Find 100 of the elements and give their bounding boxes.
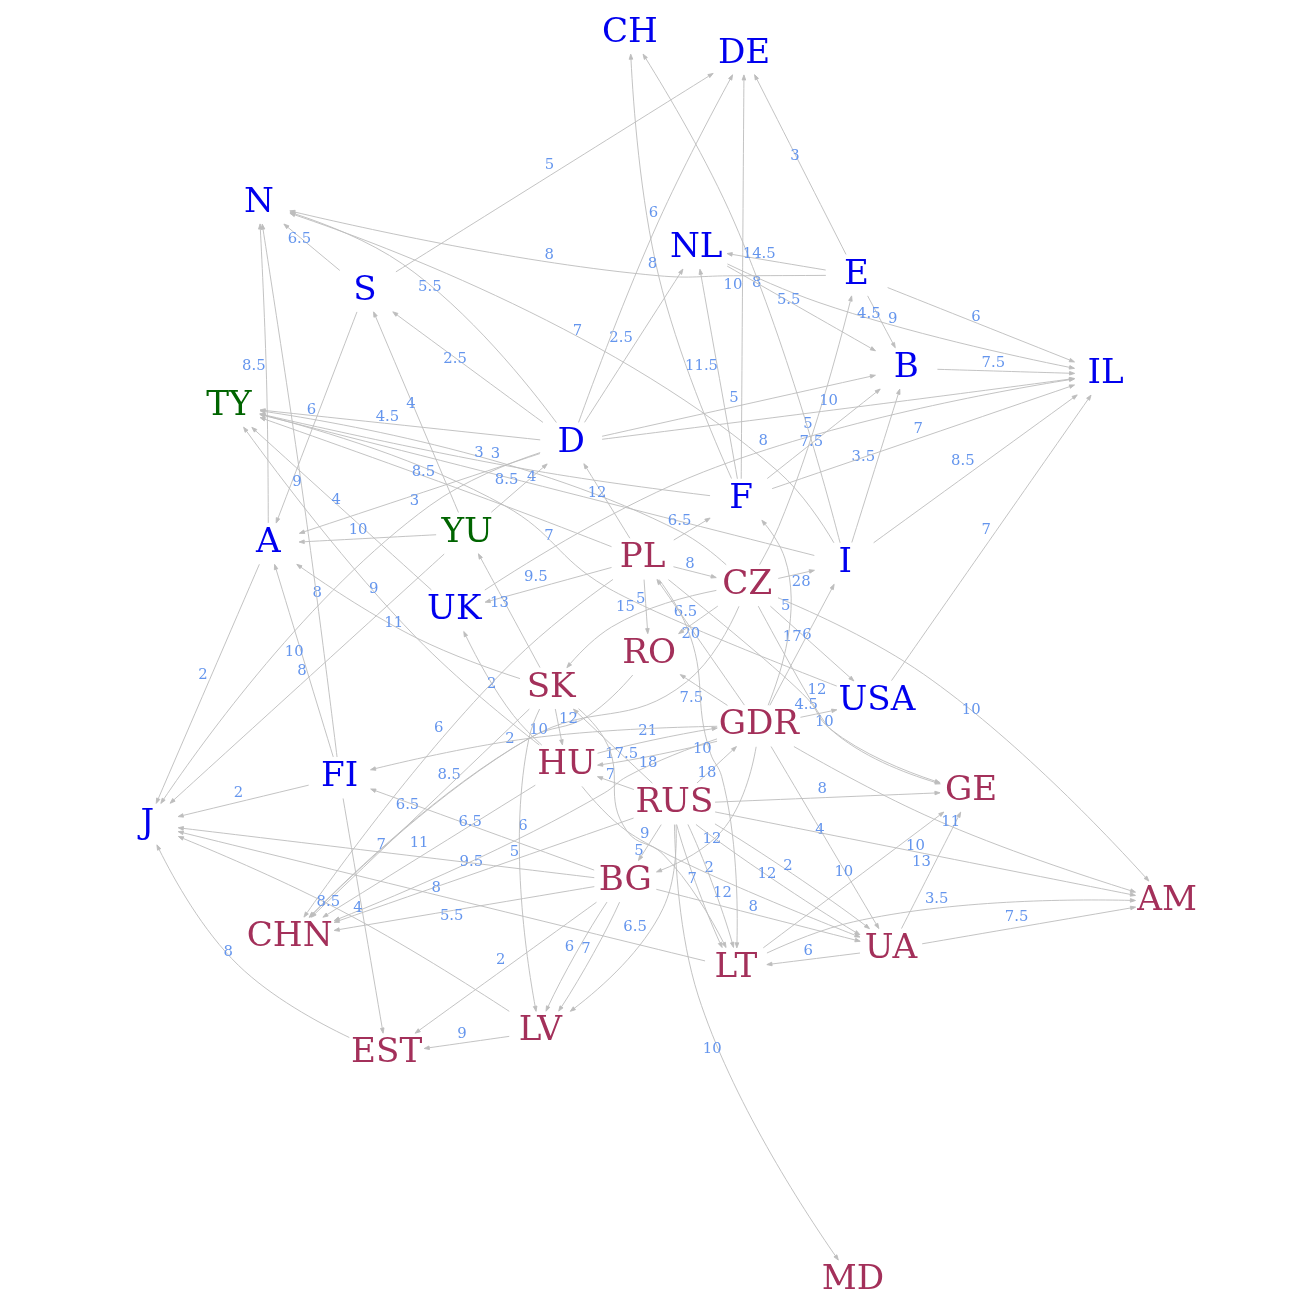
arrow [850, 388, 900, 543]
edge-label: 11 [409, 833, 429, 851]
edge-label: 5.5 [776, 290, 801, 308]
edge-label: 7 [572, 321, 582, 339]
edge-label: 28 [791, 572, 811, 590]
arrow [423, 1035, 510, 1050]
arrow [762, 811, 944, 949]
arrow [310, 708, 530, 918]
edge-label: 21 [637, 720, 657, 738]
edge-label: 8 [223, 942, 233, 960]
arrow [765, 898, 1136, 954]
edge-label: 18 [638, 752, 658, 770]
edge-label: 3.5 [851, 447, 875, 465]
edge-label: 2 [197, 665, 208, 683]
arrow [766, 388, 881, 479]
arrow [769, 605, 854, 682]
node-text: UA [864, 925, 917, 966]
arrow [658, 579, 739, 949]
node-text: FI [320, 754, 358, 795]
edge-label: 8 [816, 779, 827, 797]
arrow [768, 583, 835, 706]
arrow [250, 426, 432, 591]
arrow [298, 534, 437, 544]
edge-label: 8.5 [950, 450, 975, 468]
edge-label: 2.5 [608, 327, 633, 345]
arrow [696, 746, 737, 784]
arrow [391, 311, 543, 423]
edge-label: 3 [789, 146, 800, 164]
node-text: I [838, 539, 852, 580]
node-text: DE [717, 30, 770, 71]
edge-label: 6.5 [667, 510, 691, 528]
arrow [596, 726, 718, 754]
edge-label: 7 [912, 418, 923, 436]
edge-label: 5 [633, 841, 644, 859]
edge-label: 6 [306, 399, 316, 417]
edge-label: 12 [807, 680, 826, 698]
edge-label: 9 [639, 824, 650, 842]
arrow [872, 394, 1078, 544]
edge-label: 2 [704, 858, 714, 876]
arrow [596, 740, 717, 767]
arrow [273, 563, 334, 758]
arrow [596, 776, 634, 790]
edge-label: 17.5 [604, 744, 638, 762]
edge-label: 7 [580, 939, 591, 957]
edge-label: 10 [284, 642, 304, 660]
arrow [673, 824, 839, 1261]
node-text: S [352, 267, 377, 308]
arrow [159, 452, 541, 804]
arrow [155, 563, 260, 804]
edge-label: 11 [383, 613, 403, 631]
edge-label: 12 [712, 882, 732, 900]
edge-label: 4 [352, 897, 363, 915]
node-text: EST [350, 1030, 422, 1071]
node-text: J [139, 800, 154, 841]
edge-label: 6 [517, 816, 528, 834]
arrow [656, 579, 745, 706]
arrow [414, 901, 597, 1034]
edge-label: 8 [311, 583, 322, 601]
edge-label: 17 [782, 626, 802, 644]
edge-label: 5 [509, 842, 519, 860]
edge-label: 7.5 [1004, 907, 1028, 925]
edge-label: 12 [757, 863, 776, 881]
edge-label: 7 [980, 519, 991, 537]
arrow [777, 569, 815, 579]
arrow [518, 708, 540, 1012]
node-text: E [843, 251, 869, 292]
arrow [628, 53, 732, 479]
edge-label: 9 [368, 579, 378, 597]
node-text: YU [441, 509, 493, 550]
node-text: NL [669, 224, 722, 265]
edge-label: 8 [296, 660, 307, 678]
arrow [655, 746, 757, 873]
edge-label: 12 [587, 482, 607, 500]
edge-label: 8 [751, 272, 761, 290]
edge-label: 8.5 [436, 765, 461, 783]
edge-label: 5 [780, 596, 790, 614]
arrow [177, 830, 705, 962]
arrow [369, 725, 718, 771]
edge-label: 2 [782, 856, 793, 874]
arrow [581, 785, 860, 938]
node-text: CH [601, 9, 658, 50]
edge-label: 8 [757, 430, 768, 448]
arrow [177, 836, 510, 1012]
node-text: B [893, 344, 919, 385]
edge-label: 10 [348, 520, 367, 538]
arrow [655, 888, 861, 943]
edge-label: 10 [961, 699, 981, 717]
arrow [637, 824, 662, 861]
edge-label: 4 [814, 819, 825, 837]
edge-label: 10 [702, 1039, 722, 1057]
node-text: MD [821, 1257, 884, 1298]
edge-label: 5.5 [417, 277, 442, 295]
edge-label: 5 [635, 588, 646, 606]
edge-label: 6 [564, 937, 574, 955]
arrow [792, 746, 1136, 893]
arrow [679, 674, 728, 706]
edge-label: 8 [684, 554, 695, 572]
arrow [675, 824, 723, 948]
edge-label: 6 [433, 717, 443, 735]
edge-label: 6.5 [622, 916, 647, 934]
